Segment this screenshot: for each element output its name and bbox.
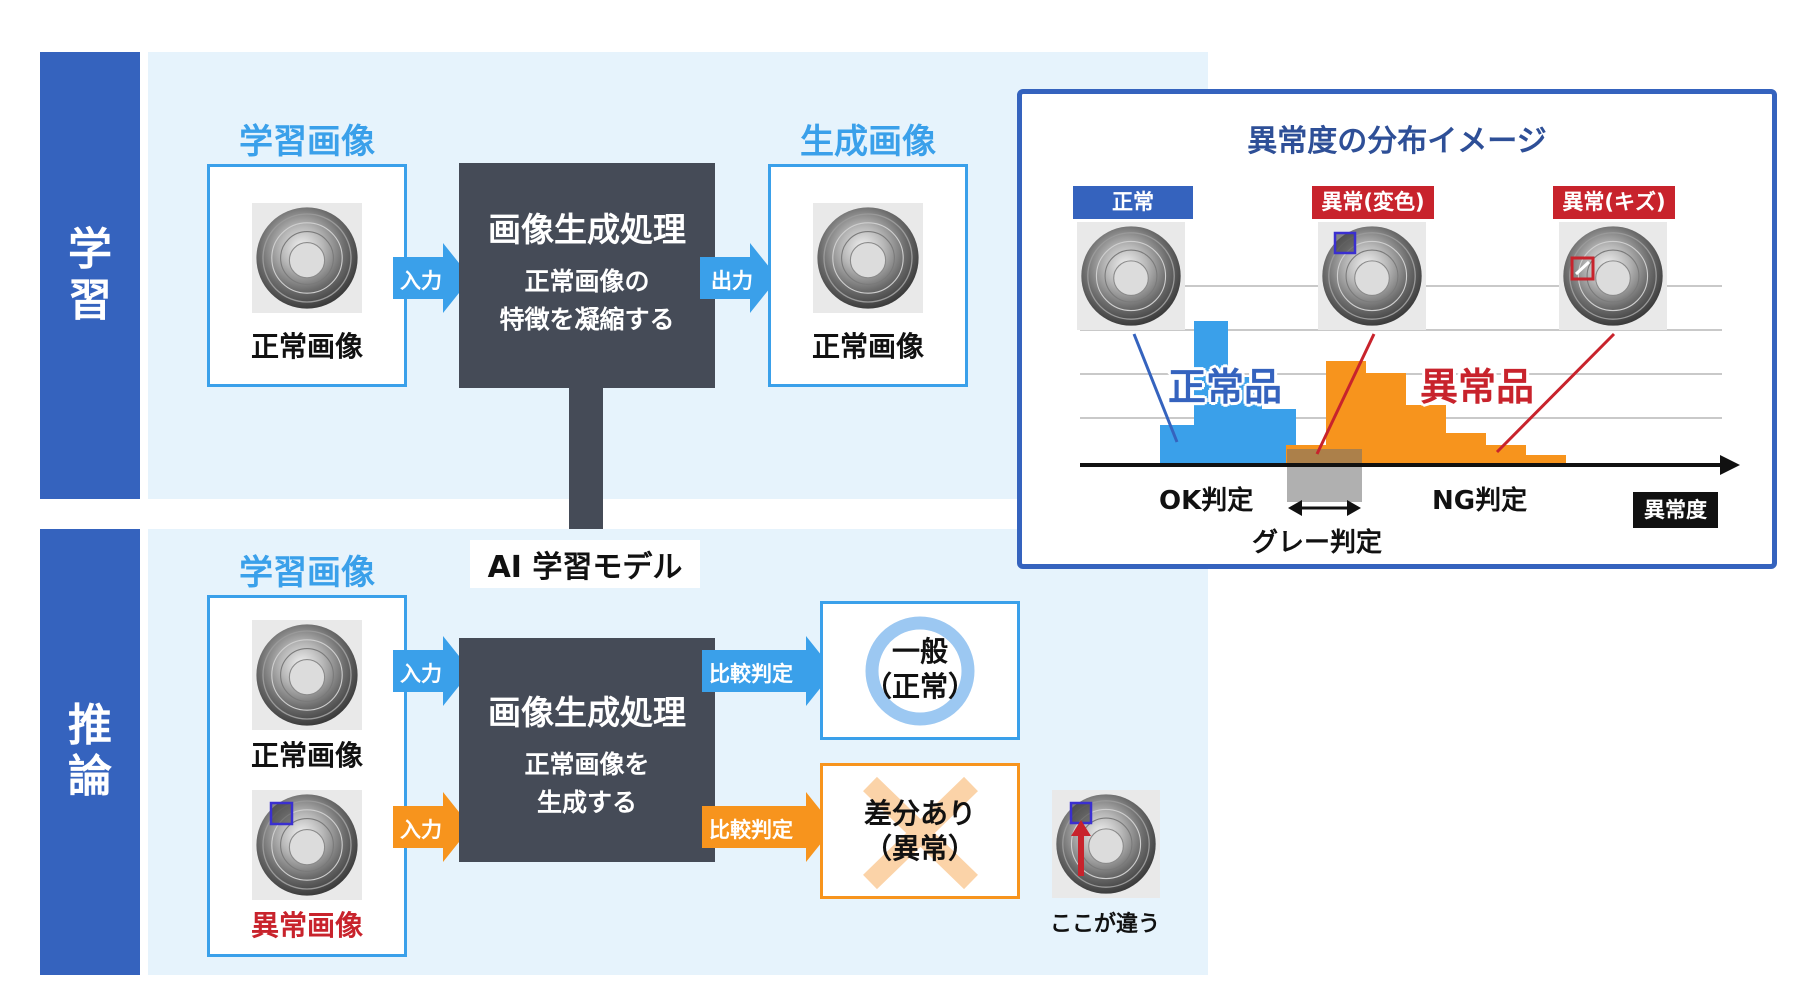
learning-input-arrow (393, 243, 471, 313)
abnormal-disc-image (252, 790, 362, 900)
inference-input-arrow-2 (393, 792, 471, 862)
inference-input-arrow-label-2: 入力 (400, 818, 442, 842)
inference-input-box: 正常画像 異常画像 (207, 595, 407, 957)
result-ok-box: 一般 （正常） (820, 601, 1020, 740)
model-label: AI 学習モデル (470, 540, 700, 588)
sample-discolor-disc (1318, 222, 1426, 330)
difference-disc-image (1052, 790, 1160, 898)
abnormal-bar (1486, 445, 1526, 465)
gray-judgement-label: グレー判定 (1252, 528, 1383, 558)
ok-circle-icon (865, 616, 975, 726)
inference-normal-caption: 正常画像 (250, 739, 363, 772)
ng-cross-icon (863, 776, 978, 890)
tag-normal: 正常 (1073, 186, 1193, 219)
gray-zone (1287, 449, 1362, 502)
normal-disc-image (252, 203, 362, 313)
result-ok-text: 一般 （正常） (863, 635, 976, 703)
distribution-panel: 異常度の分布イメージ 正常 異常(変色) 異常(キズ) 正常品 異常品 OK判定… (1017, 89, 1777, 569)
learning-input-title: 学習画像 (239, 122, 375, 162)
learning-output-arrow-label: 出力 (711, 269, 753, 293)
result-ng-text: 差分あり （異常） (863, 797, 976, 865)
normal-bar (1160, 425, 1194, 465)
abnormal-bar (1326, 361, 1366, 465)
tag-discolor: 異常(変色) (1312, 186, 1434, 219)
x-axis-arrowhead (1720, 455, 1740, 475)
axis-label: 異常度 (1633, 492, 1718, 528)
learning-input-arrow-label: 入力 (400, 269, 442, 293)
normal-bar (1194, 321, 1228, 465)
leader-line-scratch (1495, 332, 1616, 454)
learning-output-box: 正常画像 (768, 164, 968, 387)
distribution-title: 異常度の分布イメージ (1247, 124, 1547, 159)
inference-process-subtitle: 正常画像を 生成する (524, 750, 650, 817)
tag-scratch: 異常(キズ) (1553, 186, 1675, 219)
learning-output-title: 生成画像 (800, 122, 936, 162)
ok-judgement-label: OK判定 (1159, 486, 1254, 516)
inference-process-title: 画像生成処理 (488, 693, 686, 732)
inference-process-box: 画像生成処理 正常画像を 生成する (459, 638, 715, 862)
learning-process-subtitle: 正常画像の 特徴を凝縮する (499, 267, 675, 334)
learning-process-title: 画像生成処理 (488, 210, 686, 249)
result-ng-box: 差分あり （異常） (820, 763, 1020, 899)
compare-label-ng: 比較判定 (709, 818, 793, 842)
normal-group-label: 正常品 (1168, 365, 1283, 409)
abnormal-bar (1526, 455, 1566, 465)
leader-line-discolor (1315, 333, 1376, 455)
abnormal-bar (1406, 405, 1446, 465)
abnormal-bar (1366, 373, 1406, 465)
abnormal-group-label: 異常品 (1420, 365, 1535, 409)
normal-bars (1160, 321, 1330, 465)
learning-phase-label: 学 習 (40, 52, 140, 499)
compare-label-ok: 比較判定 (709, 662, 793, 686)
normal-bar (1228, 377, 1262, 465)
difference-caption: ここが違う (1049, 912, 1160, 937)
inference-input-arrow-label-1: 入力 (400, 662, 442, 686)
ng-judgement-label: NG判定 (1432, 486, 1528, 516)
inference-abnormal-caption: 異常画像 (250, 909, 363, 942)
inference-phase-label: 推 論 (40, 529, 140, 975)
abnormal-bar (1446, 433, 1486, 465)
generated-disc-image (813, 203, 923, 313)
sample-scratch-disc (1559, 222, 1667, 330)
learning-input-caption: 正常画像 (250, 330, 363, 363)
distribution-chart (1080, 285, 1740, 516)
learning-output-arrow (700, 243, 778, 313)
normal-disc-image (252, 620, 362, 730)
compare-arrow-ng (702, 792, 834, 862)
leader-line-normal (1132, 333, 1179, 443)
learning-output-caption: 正常画像 (811, 330, 924, 363)
compare-arrow-ok (702, 636, 834, 706)
inference-input-arrow-1 (393, 636, 471, 706)
learning-input-box: 正常画像 (207, 164, 407, 387)
sample-normal-disc (1077, 222, 1185, 330)
inference-input-title: 学習画像 (239, 553, 375, 593)
learning-process-box: 画像生成処理 正常画像の 特徴を凝縮する (459, 163, 715, 388)
